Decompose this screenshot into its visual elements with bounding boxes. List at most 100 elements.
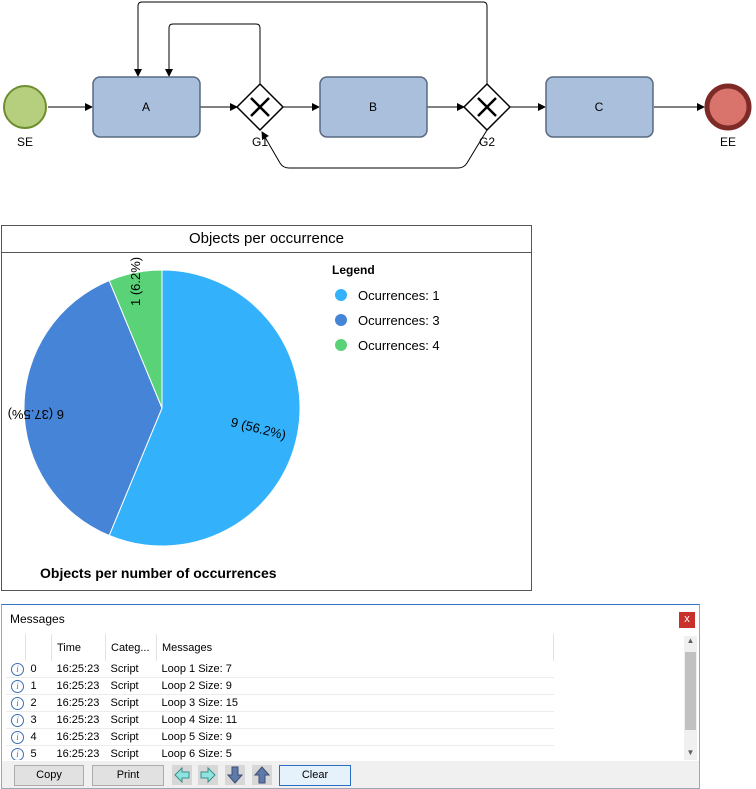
message-icon-cell: i: [6, 694, 26, 712]
legend-swatch: [335, 289, 347, 301]
task-a-label: A: [142, 100, 150, 114]
vertical-scrollbar[interactable]: ▲ ▼: [684, 636, 697, 760]
message-index: 0: [25, 661, 52, 678]
gateway-g2-label: G2: [479, 135, 495, 149]
info-icon: i: [11, 730, 24, 744]
message-text: Loop 4 Size: 11: [156, 711, 554, 729]
message-time: 16:25:23: [51, 661, 106, 678]
arrow-down-icon[interactable]: [225, 765, 245, 785]
gateway-g2[interactable]: [462, 82, 512, 132]
chart-panel-title: Objects per occurrence: [2, 226, 531, 253]
info-icon: i: [11, 662, 24, 676]
message-text: Loop 2 Size: 9: [156, 677, 554, 695]
task-a[interactable]: [92, 76, 201, 138]
start-event[interactable]: [3, 85, 47, 129]
legend-swatch: [335, 314, 347, 326]
messages-header-row: Time Categ... Messages: [6, 634, 554, 661]
info-icon: i: [11, 747, 24, 760]
message-text: Loop 5 Size: 9: [156, 728, 554, 746]
pie-data-label: 1 (6.2%): [128, 257, 143, 306]
message-index: 3: [25, 711, 52, 729]
message-time: 16:25:23: [51, 694, 106, 712]
legend-label: Ocurrences: 4: [358, 338, 440, 353]
info-icon: i: [11, 696, 24, 710]
process-diagram: SE A B C G1 G2 EE: [3, 1, 752, 169]
message-time: 16:25:23: [51, 728, 106, 746]
pie-slice[interactable]: [108, 269, 301, 547]
message-category: Script: [105, 694, 157, 712]
message-icon-cell: i: [6, 745, 26, 760]
column-header-messages[interactable]: Messages: [156, 634, 554, 661]
scrollbar-thumb[interactable]: [685, 652, 696, 730]
flow-g2-g1-back[interactable]: [261, 129, 488, 169]
message-text: Loop 6 Size: 5: [156, 745, 554, 760]
message-category: Script: [105, 728, 157, 746]
gateway-g1[interactable]: [235, 82, 285, 132]
message-index: 2: [25, 694, 52, 712]
scroll-down-icon[interactable]: ▼: [686, 748, 695, 757]
clear-button[interactable]: Clear: [279, 765, 351, 786]
pie-chart: 9 (56.2%)6 (37.5%)1 (6.2%)LegendOcurrenc…: [8, 257, 440, 581]
message-category: Script: [105, 711, 157, 729]
column-header-category[interactable]: Categ...: [105, 634, 157, 661]
task-b[interactable]: [319, 76, 428, 138]
end-event[interactable]: [704, 83, 752, 131]
column-header-icon[interactable]: [6, 634, 26, 661]
info-icon: i: [11, 713, 24, 727]
message-time: 16:25:23: [51, 711, 106, 729]
arrow-right-icon[interactable]: [198, 765, 218, 785]
arrow-up-icon[interactable]: [252, 765, 272, 785]
flow-g1-a-loop[interactable]: [165, 23, 261, 84]
messages-toolbar: Copy Print Clear: [2, 761, 699, 788]
message-time: 16:25:23: [51, 677, 106, 695]
pie-data-label: 6 (37.5%): [8, 407, 64, 422]
legend-title: Legend: [332, 263, 375, 277]
message-category: Script: [105, 661, 157, 678]
start-event-label: SE: [17, 135, 33, 149]
flow-g2-a-loop[interactable]: [134, 1, 488, 84]
messages-header: Messages x: [2, 605, 699, 633]
pie-slice[interactable]: [23, 279, 163, 537]
print-button[interactable]: Print: [92, 765, 164, 786]
message-icon-cell: i: [6, 728, 26, 746]
end-event-label: EE: [720, 135, 736, 149]
column-header-time[interactable]: Time: [51, 634, 106, 661]
message-text: Loop 3 Size: 15: [156, 694, 554, 712]
legend-label: Ocurrences: 3: [358, 313, 440, 328]
scroll-up-icon[interactable]: ▲: [686, 636, 695, 645]
pie-slice[interactable]: [108, 269, 163, 409]
message-index: 4: [25, 728, 52, 746]
message-text: Loop 1 Size: 7: [156, 661, 554, 678]
legend-label: Ocurrences: 1: [358, 288, 440, 303]
task-c-label: C: [595, 100, 604, 114]
task-b-label: B: [369, 100, 377, 114]
message-index: 5: [25, 745, 52, 760]
message-category: Script: [105, 745, 157, 760]
gateway-g1-label: G1: [252, 135, 268, 149]
message-category: Script: [105, 677, 157, 695]
message-time: 16:25:23: [51, 745, 106, 760]
arrow-left-icon[interactable]: [172, 765, 192, 785]
close-button[interactable]: x: [679, 612, 695, 628]
message-icon-cell: i: [6, 661, 26, 678]
legend-swatch: [335, 339, 347, 351]
chart-footer-title: Objects per number of occurrences: [40, 565, 277, 581]
task-c[interactable]: [545, 76, 654, 138]
info-icon: i: [11, 679, 24, 693]
column-header-index[interactable]: [25, 634, 52, 661]
message-index: 1: [25, 677, 52, 695]
message-icon-cell: i: [6, 711, 26, 729]
copy-button[interactable]: Copy: [14, 765, 84, 786]
message-icon-cell: i: [6, 677, 26, 695]
